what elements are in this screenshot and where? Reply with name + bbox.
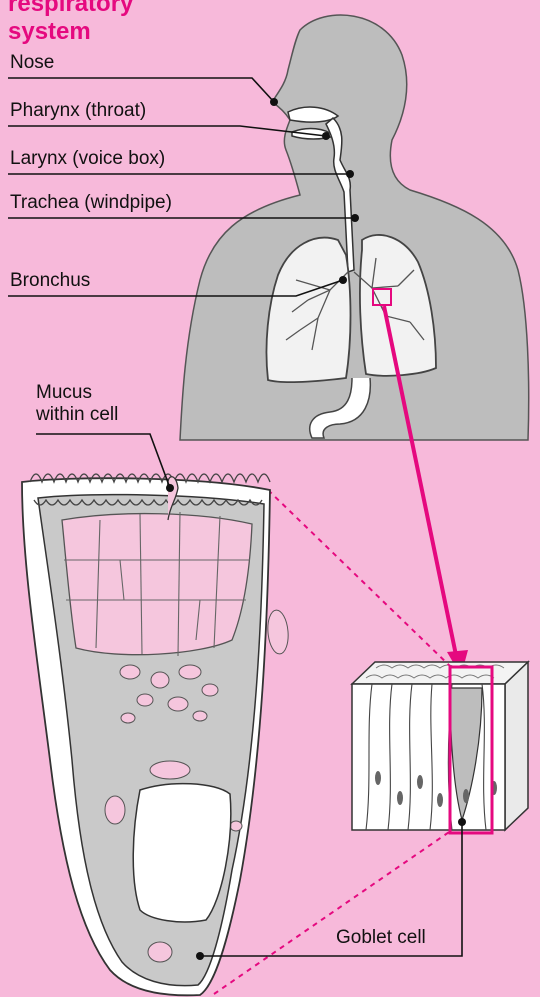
goblet-cell-enlarged: [22, 474, 290, 995]
label-mucus: Mucus within cell: [36, 382, 176, 426]
label-goblet-cell: Goblet cell: [336, 927, 426, 949]
diagram-title: respiratory system: [8, 0, 133, 46]
tissue-block: [352, 662, 528, 833]
label-nose: Nose: [10, 52, 54, 74]
goblet-dot-block: [458, 818, 466, 826]
title-line-2: system: [8, 18, 133, 46]
label-trachea: Trachea (windpipe): [10, 192, 172, 214]
mucus-dot: [166, 484, 174, 492]
goblet-dot-cell: [196, 952, 204, 960]
label-mucus-line-1: Mucus: [36, 382, 176, 404]
label-larynx: Larynx (voice box): [10, 148, 165, 170]
label-bronchus: Bronchus: [10, 270, 90, 292]
title-line-1: respiratory: [8, 0, 133, 18]
label-mucus-line-2: within cell: [36, 404, 176, 426]
label-pharynx: Pharynx (throat): [10, 100, 146, 122]
